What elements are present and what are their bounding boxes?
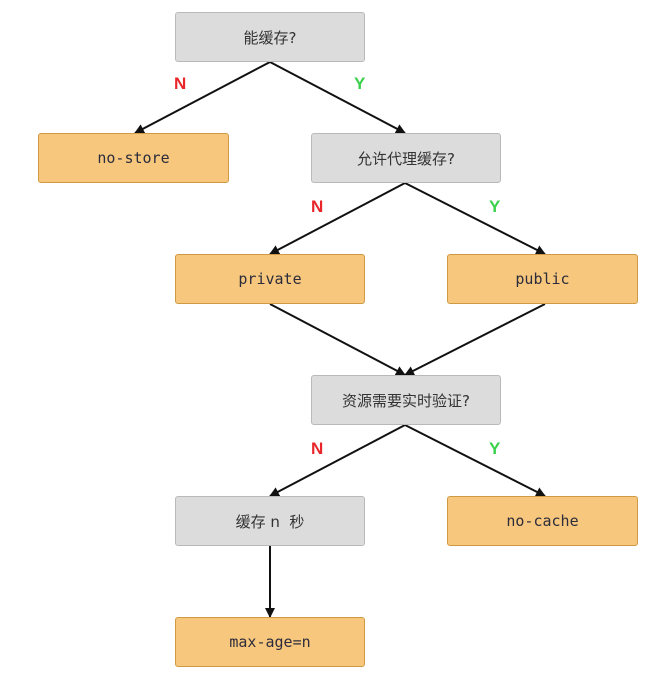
private-node: private [175,254,365,304]
edge-allow-proxy-to-private [269,182,406,255]
no-store-node: no-store [38,133,229,183]
edge-allow-proxy-to-public [404,182,546,255]
public-node: public [447,254,638,304]
revalidate-yes-label: Y [489,439,501,458]
realtime-revalidate-decision: 资源需要实时验证? [311,375,501,425]
cache-n-seconds-node: 缓存 n 秒 [175,496,365,546]
allow-proxy-no-label: N [311,197,324,216]
can-cache-yes-label: Y [354,74,366,93]
no-cache-node: no-cache [447,496,638,546]
allow-proxy-yes-label: Y [489,197,501,216]
edge-revalidate-to-cache-n [269,424,406,497]
edge-private-to-revalidate [269,303,406,376]
revalidate-no-label: N [311,439,324,458]
can-cache-decision: 能缓存? [175,12,365,62]
edge-can-cache-to-allow-proxy [269,61,406,134]
allow-proxy-cache-decision: 允许代理缓存? [311,133,501,183]
can-cache-no-label: N [174,74,187,93]
edge-revalidate-to-no-cache [404,424,546,497]
max-age-node: max-age=n [175,617,365,667]
edge-public-to-revalidate [404,303,546,376]
edge-can-cache-to-no-store [134,61,271,134]
